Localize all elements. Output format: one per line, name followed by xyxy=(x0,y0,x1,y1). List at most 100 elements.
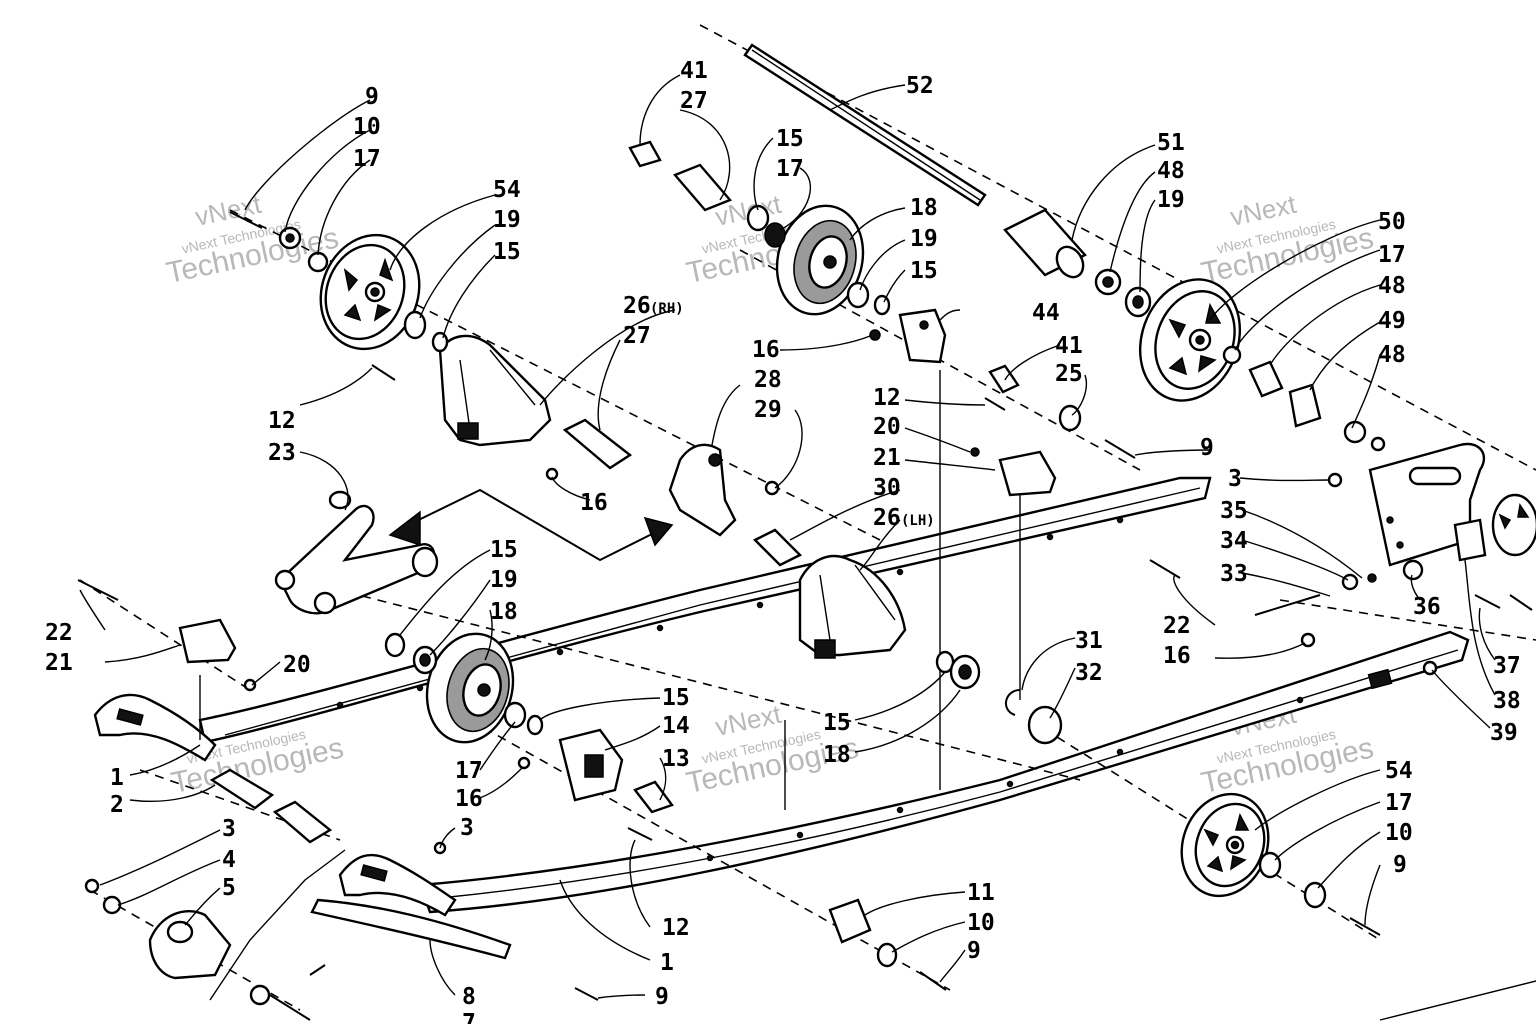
callout-18: 18 xyxy=(823,742,851,768)
callout-15: 15 xyxy=(910,258,938,284)
callout-15: 15 xyxy=(493,239,521,265)
callout-3: 3 xyxy=(222,816,236,842)
callout-32: 32 xyxy=(1075,660,1103,686)
callout-20: 20 xyxy=(873,414,901,440)
callout-22: 22 xyxy=(1163,613,1191,639)
callout-15: 15 xyxy=(776,126,804,152)
callout-18: 18 xyxy=(910,195,938,221)
callout-3: 3 xyxy=(460,815,474,841)
assembly-axes xyxy=(79,24,1536,1011)
direction-arrow xyxy=(388,488,674,562)
idler-wheel-far-right xyxy=(1491,493,1536,557)
callout-54: 54 xyxy=(1385,758,1413,784)
idler-wheel-lower-left xyxy=(425,632,515,744)
callout-9: 9 xyxy=(365,84,379,110)
idler-wheel-lower-right xyxy=(1180,792,1270,898)
callout-13: 13 xyxy=(662,746,690,772)
callout-19: 19 xyxy=(1157,187,1185,213)
rail-holes xyxy=(336,516,1304,862)
callout-27: 27 xyxy=(623,323,651,349)
callout-17: 17 xyxy=(1385,790,1413,816)
callout-19: 19 xyxy=(493,207,521,233)
callout-9: 9 xyxy=(1393,852,1407,878)
small-parts xyxy=(84,140,1487,1006)
callout-52: 52 xyxy=(906,73,934,99)
callout-41: 41 xyxy=(1055,333,1083,359)
callout-12: 12 xyxy=(662,915,690,941)
callout-11: 11 xyxy=(967,880,995,906)
callout-1: 1 xyxy=(660,950,674,976)
callout-labels: 9 10 17 54 19 15 41 27 15 17 52 18 19 15… xyxy=(45,58,1521,1024)
callout-1: 1 xyxy=(110,765,124,791)
callout-21: 21 xyxy=(873,445,901,471)
callout-36: 36 xyxy=(1413,594,1441,620)
callout-15: 15 xyxy=(662,685,690,711)
callout-37: 37 xyxy=(1493,653,1521,679)
callout-31: 31 xyxy=(1075,628,1103,654)
callout-15: 15 xyxy=(490,537,518,563)
callout-9: 9 xyxy=(655,984,669,1010)
rail-right xyxy=(418,630,1470,914)
callout-38: 38 xyxy=(1493,688,1521,714)
callout-51: 51 xyxy=(1157,130,1185,156)
callout-19: 19 xyxy=(910,226,938,252)
callout-26-suffix: (LH) xyxy=(901,513,935,529)
clip-44 xyxy=(898,308,947,364)
callout-34: 34 xyxy=(1220,528,1248,554)
callout-14: 14 xyxy=(662,713,690,739)
callout-54: 54 xyxy=(493,177,521,203)
bracket-26-rh xyxy=(438,334,552,447)
idler-wheel-upper-right xyxy=(1138,278,1242,402)
callout-50: 50 xyxy=(1378,209,1406,235)
callout-9: 9 xyxy=(967,938,981,964)
callout-12: 12 xyxy=(873,385,901,411)
callout-17: 17 xyxy=(776,156,804,182)
callout-23: 23 xyxy=(268,440,296,466)
callout-9: 9 xyxy=(1200,435,1214,461)
callout-2: 2 xyxy=(110,792,124,818)
leader-lines xyxy=(79,74,1536,1021)
callout-8: 8 xyxy=(462,984,476,1010)
callout-44: 44 xyxy=(1032,300,1060,326)
bolts xyxy=(77,211,1533,1021)
arm-23 xyxy=(274,490,439,615)
callout-30: 30 xyxy=(873,475,901,501)
callout-16: 16 xyxy=(455,786,483,812)
callout-48: 48 xyxy=(1378,342,1406,368)
callout-48: 48 xyxy=(1157,158,1185,184)
idler-wheel-upper-left xyxy=(319,233,421,351)
callout-12: 12 xyxy=(268,408,296,434)
callout-18: 18 xyxy=(490,599,518,625)
shaft-52 xyxy=(743,43,987,207)
callout-17: 17 xyxy=(353,146,381,172)
callout-28: 28 xyxy=(754,367,782,393)
callout-41: 41 xyxy=(680,58,708,84)
callout-10: 10 xyxy=(353,114,381,140)
callout-21: 21 xyxy=(45,650,73,676)
callout-3: 3 xyxy=(1228,466,1242,492)
callout-33: 33 xyxy=(1220,561,1248,587)
callout-5: 5 xyxy=(222,875,236,901)
callout-29: 29 xyxy=(754,397,782,423)
callout-26-suffix: (RH) xyxy=(650,301,684,317)
callout-10: 10 xyxy=(967,910,995,936)
callout-22: 22 xyxy=(45,620,73,646)
callout-25: 25 xyxy=(1055,361,1083,387)
callout-26: 26 xyxy=(623,293,651,319)
callout-49: 49 xyxy=(1378,308,1406,334)
wear-strip xyxy=(310,898,512,960)
callout-4: 4 xyxy=(222,847,236,873)
callout-19: 19 xyxy=(490,567,518,593)
callout-35: 35 xyxy=(1220,498,1248,524)
callout-7: 7 xyxy=(462,1010,476,1024)
callout-16: 16 xyxy=(580,490,608,516)
callout-15: 15 xyxy=(823,710,851,736)
callout-20: 20 xyxy=(283,652,311,678)
callout-39: 39 xyxy=(1490,720,1518,746)
idler-wheel-upper-center xyxy=(775,204,865,316)
bracket-26-lh xyxy=(798,554,907,659)
callout-17: 17 xyxy=(1378,242,1406,268)
callout-17: 17 xyxy=(455,758,483,784)
callout-10: 10 xyxy=(1385,820,1413,846)
